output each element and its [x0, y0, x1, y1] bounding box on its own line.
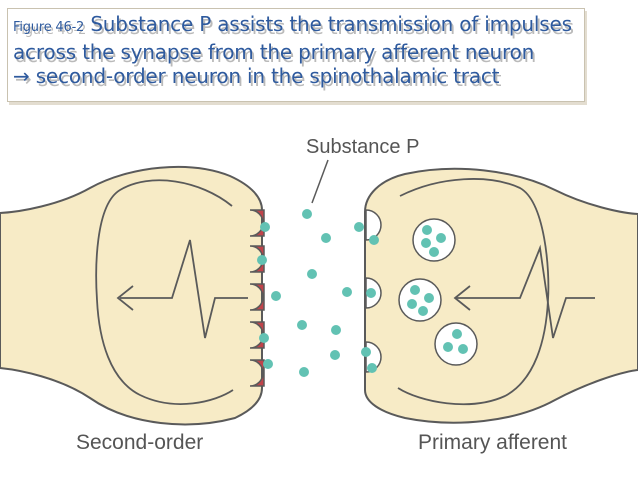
figure-caption: Figure 46-2 Substance P assists the tran…: [13, 12, 613, 88]
vesicles: [398, 218, 478, 366]
action-potential-trace-left: [120, 239, 248, 339]
molecule: [331, 325, 341, 335]
molecule: [342, 287, 352, 297]
molecule: [307, 269, 317, 279]
substance-p-label: Substance P: [306, 136, 419, 158]
molecule: [407, 299, 417, 309]
receptors: [249, 209, 265, 387]
molecule: [321, 233, 331, 243]
molecule: [424, 293, 434, 303]
substance-p-molecules: [257, 209, 468, 377]
molecule: [260, 222, 270, 232]
molecule: [436, 233, 446, 243]
molecule: [299, 367, 309, 377]
molecule: [410, 285, 420, 295]
molecule: [302, 209, 312, 219]
molecule: [257, 255, 267, 265]
substance-p-pointer: [311, 159, 329, 204]
caption-box: [7, 8, 585, 102]
molecule: [354, 222, 364, 232]
receptor: [249, 283, 265, 311]
vesicle: [434, 322, 478, 366]
molecule: [443, 342, 453, 352]
molecule: [263, 359, 273, 369]
arrowhead-right: [453, 285, 471, 311]
molecule: [429, 247, 439, 257]
molecule: [271, 291, 281, 301]
receptor: [249, 359, 265, 387]
figure-label: Figure 46-2: [13, 20, 85, 35]
second-order-inner-outline: [95, 179, 234, 405]
molecule: [259, 333, 269, 343]
caption-line-2: across the synapse from the primary affe…: [13, 40, 535, 64]
molecule: [369, 235, 379, 245]
molecule: [452, 329, 462, 339]
caption-line-1: Substance P assists the transmission of …: [90, 12, 572, 36]
second-order-label: Second-order: [76, 431, 203, 454]
molecule: [458, 344, 468, 354]
second-order-neuron: [0, 165, 263, 426]
molecule: [366, 288, 376, 298]
action-potential-trace-right: [455, 244, 595, 339]
arrowhead-left: [116, 285, 134, 311]
primary-afferent-label: Primary afferent: [418, 431, 567, 454]
molecule: [418, 306, 428, 316]
molecule: [367, 363, 377, 373]
caption-line-3: → second-order neuron in the spinothalam…: [13, 64, 500, 88]
molecule: [422, 225, 432, 235]
molecule: [330, 350, 340, 360]
molecule: [421, 238, 431, 248]
molecule: [297, 320, 307, 330]
molecule: [361, 347, 371, 357]
vesicle: [398, 278, 442, 322]
